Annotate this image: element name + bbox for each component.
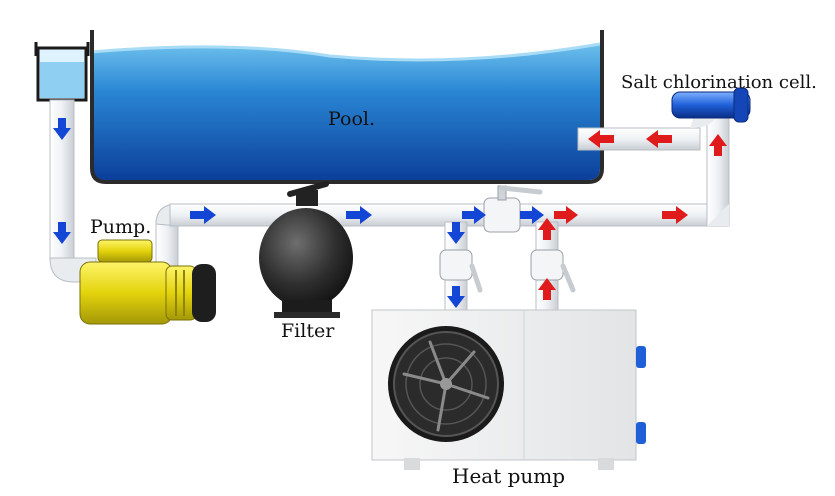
salt-chlorination-cell [671,87,751,123]
flow-arrow-right [346,206,372,224]
flow-arrow-up [538,278,556,300]
pool-basin [90,30,604,184]
hot-flow-arrows [538,130,727,300]
flow-arrow-right [554,206,578,224]
inlet-valve [439,249,483,293]
heat-pump-label: Heat pump [452,464,566,488]
flow-arrow-left [588,130,614,148]
fan-icon [388,326,504,442]
flow-arrow-up [538,218,556,240]
flow-arrow-down [53,222,71,244]
flow-arrow-right [520,206,544,224]
filter [259,181,353,318]
flow-arrow-right [462,206,486,224]
flow-arrow-up [709,134,727,156]
pump-label: Pump. [90,216,152,238]
salt-cell-label: Salt chlorination cell. [621,72,817,93]
pump [79,239,216,325]
pool-label: Pool. [328,108,376,130]
flow-arrow-right [190,206,216,224]
filter-label: Filter [281,320,335,342]
flow-arrow-right [662,206,688,224]
skimmer [34,42,90,102]
flow-arrow-down [53,118,71,140]
flow-arrow-left [646,130,672,148]
cold-flow-arrows [53,118,544,308]
flow-arrow-down [447,222,465,244]
flow-arrow-down [447,286,465,308]
